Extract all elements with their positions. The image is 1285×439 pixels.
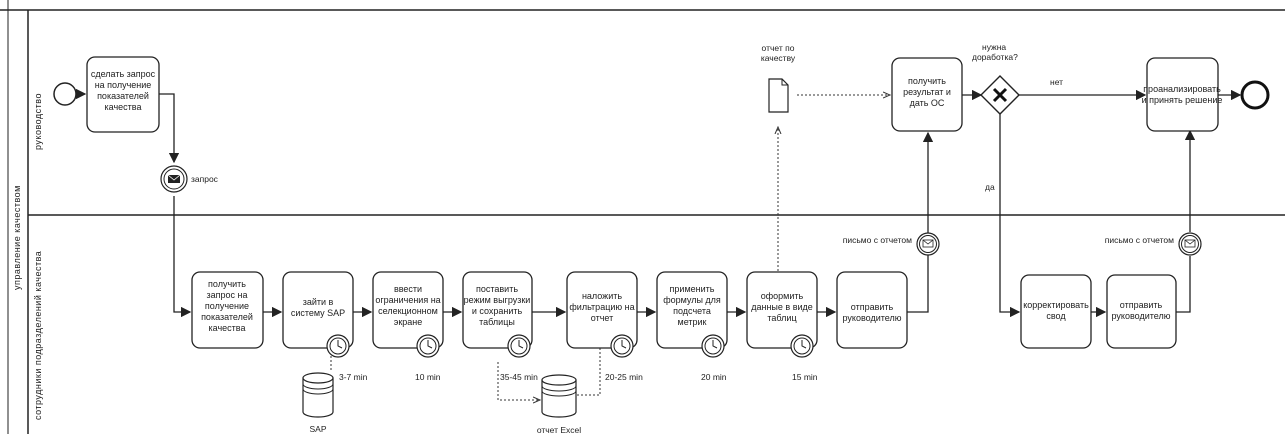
gateway-no-label: нет: [1050, 77, 1063, 87]
clock-icon: [427, 340, 433, 349]
end-event[interactable]: [1240, 80, 1270, 110]
clock-icon: [621, 340, 627, 349]
clock-icon: [337, 340, 343, 349]
lane-bottom-label: сотрудники подразделений качества: [33, 251, 43, 420]
timer-t9[interactable]: 20 min: [701, 334, 727, 382]
request-label: запрос: [191, 174, 219, 184]
timer-t6[interactable]: 10 min: [415, 334, 441, 382]
pool-label: управление качеством: [12, 185, 22, 290]
gateway-yes-label: да: [985, 182, 995, 192]
timer-t10[interactable]: 15 min: [790, 334, 818, 382]
sap-label: SAP: [309, 424, 326, 434]
sequence-flows: [75, 88, 1242, 318]
timer-t10-label: 15 min: [792, 372, 818, 382]
timer-t7-label: 35-45 min: [500, 372, 538, 382]
timer-t9-label: 20 min: [701, 372, 727, 382]
gateway-question-1: нужна: [982, 42, 1006, 52]
lane-top-label: руководство: [33, 93, 43, 150]
mail-1-label: письмо с отчетом: [843, 235, 912, 245]
message-event-request[interactable]: запрос: [160, 165, 219, 193]
timer-t6-label: 10 min: [415, 372, 441, 382]
x-icon: [992, 87, 1008, 103]
timer-t5-label: 3-7 min: [339, 372, 368, 382]
data-store-sap[interactable]: SAP: [302, 372, 334, 434]
message-event-mail-1[interactable]: письмо с отчетом: [843, 232, 940, 256]
timer-t8-label: 20-25 min: [605, 372, 643, 382]
start-event[interactable]: [53, 82, 77, 106]
mail-2-label: письмо с отчетом: [1105, 235, 1174, 245]
envelope-icon: [168, 175, 180, 183]
data-store-excel-report[interactable]: отчет Excel: [537, 374, 581, 435]
clock-icon: [801, 340, 807, 349]
excel-label: отчет Excel: [537, 425, 581, 434]
clock-icon: [712, 340, 718, 349]
timer-t8[interactable]: 20-25 min: [605, 334, 643, 382]
timer-t5[interactable]: 3-7 min: [326, 334, 368, 382]
clock-icon: [518, 340, 524, 349]
timer-t7[interactable]: 35-45 min: [500, 334, 538, 382]
message-event-mail-2[interactable]: письмо с отчетом: [1105, 232, 1202, 256]
gateway-question-2: доработка?: [972, 52, 1018, 62]
data-associations: [331, 95, 890, 400]
